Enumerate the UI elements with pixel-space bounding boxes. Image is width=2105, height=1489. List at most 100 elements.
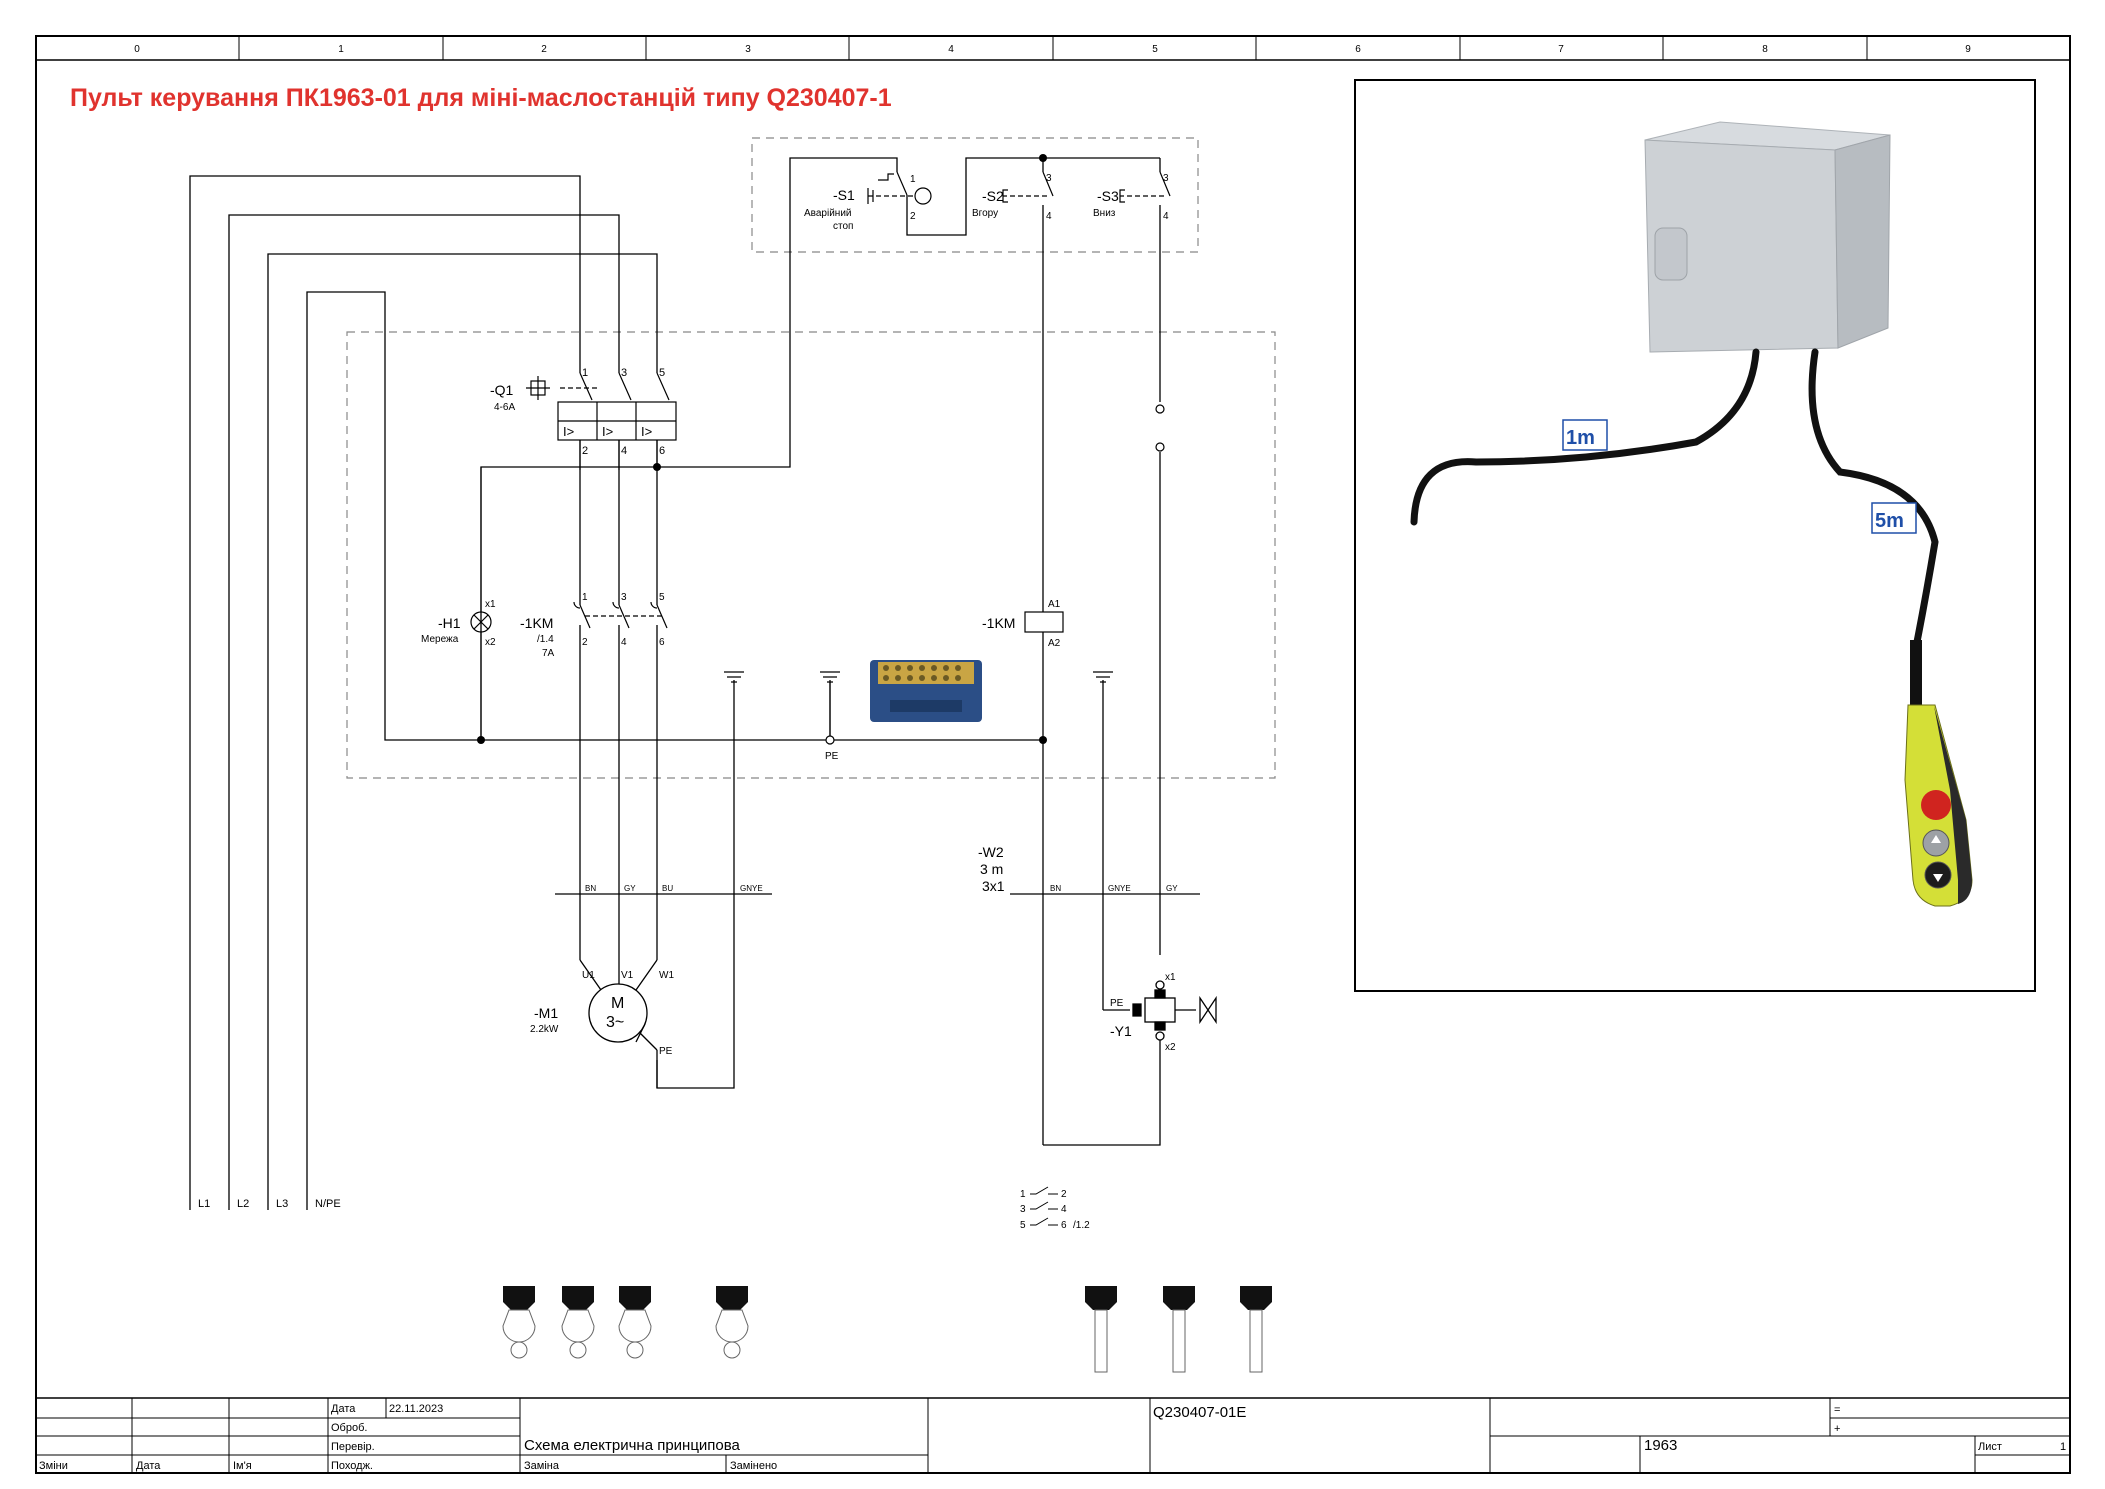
column-numbers: 0 1 2 3 4 5 6 7 8 9: [134, 44, 1971, 55]
y1-labels: PE -Y1 x1 x2: [1110, 972, 1176, 1053]
cable-core: GNYE: [740, 884, 763, 893]
q1-term: 4: [621, 445, 627, 457]
ground-symbols: [724, 671, 1113, 736]
tb-date-label: Дата: [331, 1403, 356, 1415]
column-number: 3: [745, 44, 751, 55]
tb-project: 1963: [1644, 1437, 1677, 1454]
column-number: 6: [1355, 44, 1361, 55]
km-coil: [1024, 611, 1064, 633]
m1-motor: [579, 959, 658, 1088]
supply-l1-label: L1: [198, 1198, 210, 1210]
q1-term: 3: [621, 367, 627, 379]
cable-length-1m: 1m: [1566, 427, 1595, 449]
m1-letter: M: [611, 995, 624, 1012]
column-number: 4: [948, 44, 954, 55]
pe-bar-label: PE: [825, 751, 839, 762]
s1-labels: -S1 Аварійний стоп 1 2: [804, 174, 916, 232]
junction-dots: [477, 154, 1047, 744]
km-ref: /1.4: [537, 634, 554, 645]
m1-id: -M1: [534, 1005, 558, 1021]
cable-core: BU: [662, 884, 673, 893]
km-coil-id: -1KM: [982, 615, 1015, 631]
ferrule-terminal-icon: [1163, 1286, 1195, 1373]
cable-core: GY: [1166, 884, 1178, 893]
km-term: 2: [582, 637, 588, 648]
km-coil-labels: -1KM A1 A2: [982, 599, 1061, 649]
tb-replaced-label: Замінено: [730, 1460, 777, 1472]
column-number: 9: [1965, 44, 1971, 55]
column-number: 8: [1762, 44, 1768, 55]
tb-name-label: Ім'я: [233, 1460, 252, 1472]
s1-id: -S1: [833, 187, 855, 203]
km-term: 5: [659, 592, 665, 603]
tb-change-label: Заміна: [524, 1460, 560, 1472]
tb-changes-label: Зміни: [39, 1460, 68, 1472]
s2-labels: -S2 Вгору 3 4: [972, 173, 1052, 222]
w2-cores: 3x1: [982, 878, 1005, 894]
ferrule-terminals: [1085, 1286, 1272, 1373]
q1-labels: -Q1 4-6A 1 3 5 2 4 6 I> I> I>: [490, 367, 665, 457]
s2-label: Вгору: [972, 208, 998, 219]
tb-sheet-no: 1: [2060, 1441, 2066, 1453]
s3-labels: -S3 Вниз 3 4: [1093, 173, 1169, 222]
column-dividers: [238, 36, 1868, 60]
q1-trip: I>: [641, 424, 652, 439]
s3-down-switch: [1119, 171, 1171, 203]
y1-pe: PE: [1110, 998, 1124, 1009]
supply-npe-label: N/PE: [315, 1198, 341, 1210]
q1-rating: 4-6A: [494, 402, 515, 413]
m1-power: 2.2kW: [530, 1024, 559, 1035]
y1-term: x1: [1165, 972, 1176, 983]
km-coil-term: A1: [1048, 599, 1061, 610]
s3-term: 4: [1163, 211, 1169, 222]
q1-breaker: [526, 372, 677, 470]
y1-term: x2: [1165, 1042, 1176, 1053]
contact-legend-symbols: [1030, 1186, 1058, 1226]
s2-term: 3: [1046, 173, 1052, 184]
s2-id: -S2: [982, 188, 1004, 204]
h1-term: x1: [485, 599, 496, 610]
y1-valve: [1132, 980, 1217, 1052]
cable-core: BN: [1050, 884, 1061, 893]
title-block-text: Дата 22.11.2023 Оброб. Перевір. Походж. …: [39, 1403, 2066, 1472]
supply-l3-label: L3: [276, 1198, 288, 1210]
tb-origin-label: Походж.: [331, 1460, 373, 1472]
km-term: 6: [659, 637, 665, 648]
legend-term: 4: [1061, 1204, 1067, 1215]
ring-terminal-icon: [502, 1286, 536, 1359]
m1-pe: PE: [659, 1046, 673, 1057]
legend-term: 1: [1020, 1189, 1026, 1200]
q1-trip: I>: [602, 424, 613, 439]
legend-term: 5: [1020, 1220, 1026, 1231]
tb-plus: +: [1834, 1423, 1840, 1435]
m1-term: U1: [582, 970, 595, 981]
h1-term: x2: [485, 637, 496, 648]
cable-core: GY: [624, 884, 636, 893]
cable-2: BN GNYE GY -W2 3 m 3x1: [978, 844, 1200, 895]
column-number: 2: [541, 44, 547, 55]
tb-doc-number: Q230407-01E: [1153, 1404, 1246, 1421]
pendant-enclosure: [751, 137, 1199, 253]
legend-term: 6: [1061, 1220, 1067, 1231]
tb-sheet-label: Лист: [1978, 1441, 2002, 1453]
q1-id: -Q1: [490, 382, 514, 398]
w2-id: -W2: [978, 844, 1004, 860]
cable-1: BN GY BU GNYE: [555, 884, 772, 895]
s1-term: 1: [910, 174, 916, 185]
ring-terminals: [502, 1286, 749, 1359]
terminal-points: [825, 404, 1165, 745]
h1-label: Мережа: [421, 634, 459, 645]
column-number: 7: [1558, 44, 1564, 55]
km-term: 3: [621, 592, 627, 603]
m1-phase: 3~: [606, 1014, 624, 1031]
m1-term: W1: [659, 970, 674, 981]
q1-term: 1: [582, 367, 588, 379]
pendant-control-image: [1904, 640, 1973, 907]
cable-length-5m: 5m: [1875, 510, 1904, 532]
ring-terminal-icon: [561, 1286, 595, 1359]
tb-date2-label: Дата: [136, 1460, 161, 1472]
cable-core: GNYE: [1108, 884, 1131, 893]
s3-label: Вниз: [1093, 208, 1116, 219]
legend-ref: /1.2: [1073, 1220, 1090, 1231]
